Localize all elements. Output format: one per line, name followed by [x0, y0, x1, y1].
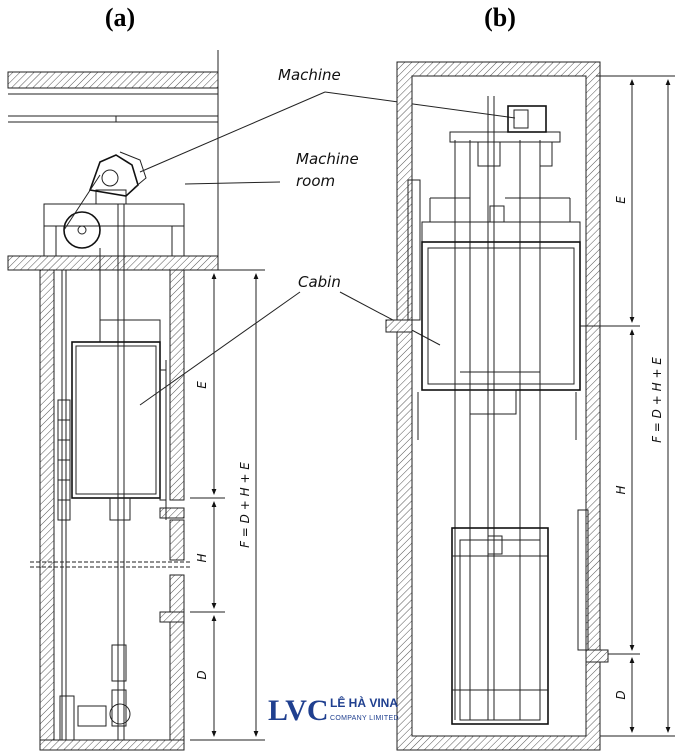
dim-d-a: D	[195, 670, 209, 679]
counterweight-frame-b	[451, 527, 549, 725]
dim-total-b: F = D + H + E	[650, 357, 664, 443]
pit-floor-a	[39, 739, 185, 751]
company-logo: LVC LÊ HÀ VINA COMPANY LIMITED	[268, 694, 399, 727]
hoistway-wall-right-a	[169, 269, 185, 501]
panel-a	[7, 50, 265, 751]
callout-machine: Machine	[278, 66, 341, 84]
shaft-walls-b	[396, 61, 601, 751]
dim-h-b: H	[614, 485, 628, 494]
callout-machine-room-1: Machine	[296, 150, 359, 168]
roof-slab-a	[7, 71, 219, 89]
callout-machine-room-2: room	[296, 172, 335, 190]
logo-mark: LVC	[268, 694, 329, 727]
dim-e-a: E	[195, 381, 209, 389]
hoistway-wall-left-a	[39, 269, 55, 741]
cabin-a	[71, 341, 161, 499]
callout-leaders	[139, 91, 516, 406]
callout-cabin: Cabin	[298, 273, 341, 291]
machine-b	[507, 105, 547, 133]
dim-e-b: E	[614, 196, 628, 204]
cabin-b	[421, 241, 581, 391]
logo-sub: COMPANY LIMITED	[330, 715, 399, 722]
dim-h-a: H	[195, 553, 209, 562]
dim-d-b: D	[614, 690, 628, 699]
dim-total-a: F = D + H + E	[238, 462, 252, 548]
panel-label-b: (b)	[484, 3, 516, 32]
machine-motor-a	[88, 154, 139, 197]
panel-label-a: (a)	[105, 3, 135, 32]
logo-name: LÊ HÀ VINA	[330, 695, 398, 710]
machine-room-floor-a	[7, 255, 219, 271]
panel-b	[385, 61, 675, 751]
sheave-a	[63, 211, 101, 249]
